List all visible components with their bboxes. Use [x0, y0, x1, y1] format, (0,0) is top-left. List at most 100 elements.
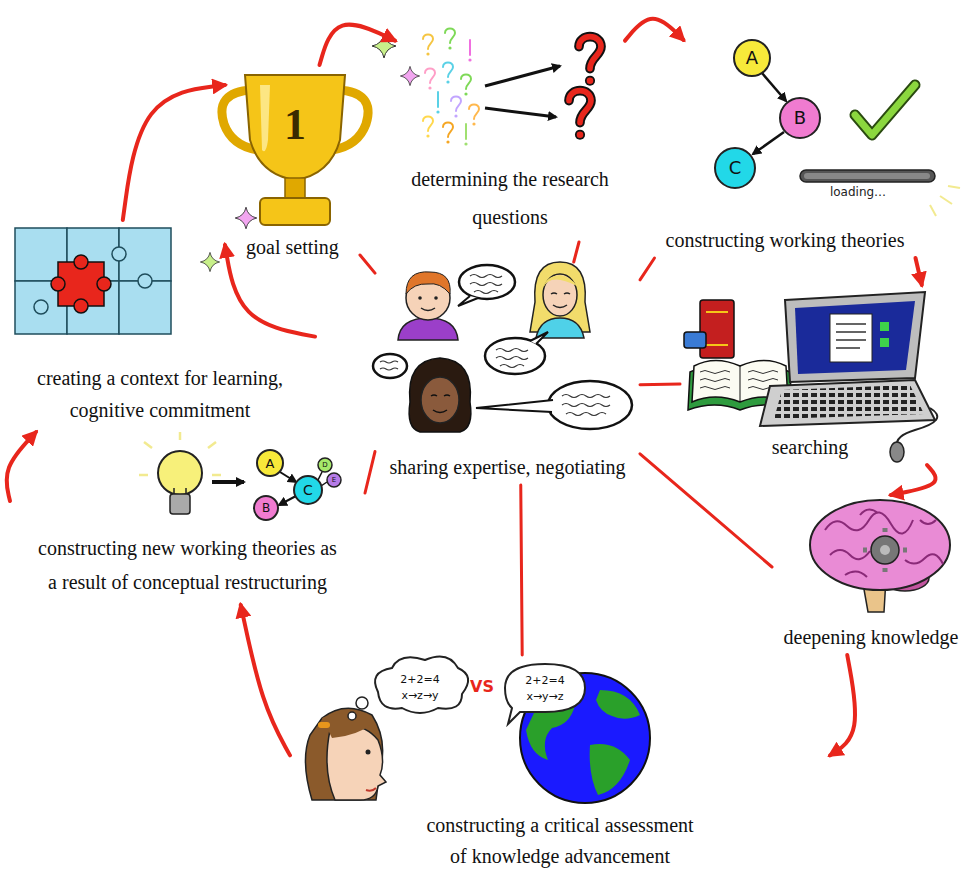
phase-label: sharing expertise, negotiating	[389, 455, 625, 479]
checkmark	[855, 85, 915, 135]
theory-graph	[780, 98, 820, 138]
bulb-illustration	[170, 494, 190, 514]
speech-bubble	[373, 265, 632, 429]
theory-graph	[254, 450, 341, 520]
books-laptop	[836, 324, 866, 348]
speech-bubble	[496, 349, 528, 368]
brain-illustration	[810, 500, 950, 590]
checkmark	[855, 85, 915, 135]
books-laptop	[684, 332, 706, 348]
theory-graph	[327, 473, 341, 487]
people-illustration	[398, 318, 458, 340]
question-marks	[423, 29, 601, 146]
globe-illustration	[590, 744, 630, 795]
theory-graph	[734, 40, 770, 76]
people-illustration	[431, 395, 450, 396]
girl-illustration	[366, 750, 371, 755]
question-marks	[485, 108, 556, 117]
phase-node: goal setting	[225, 65, 360, 265]
cycle-arrow	[891, 465, 936, 495]
speech-bubble	[562, 395, 610, 416]
loading-bar	[940, 196, 952, 204]
link-line	[360, 255, 375, 273]
question-marks	[469, 105, 479, 126]
globe-illustration	[596, 690, 640, 719]
sparkle	[200, 34, 419, 272]
girl-illustration	[366, 788, 376, 791]
illustration-label: VS	[470, 679, 494, 695]
books-laptop	[706, 344, 728, 346]
theory-graph	[753, 132, 784, 154]
link-line	[521, 485, 522, 655]
cycle-arrow	[225, 245, 315, 337]
speech-bubble	[458, 296, 478, 306]
people-illustration	[543, 274, 577, 316]
puzzle-illustration	[119, 228, 171, 281]
illustration-label: C	[729, 159, 742, 177]
question-marks	[451, 97, 461, 118]
question-marks	[569, 91, 591, 140]
speech-bubble	[380, 361, 398, 370]
books-laptop	[830, 314, 872, 362]
people-illustration	[543, 275, 577, 288]
brain-illustration	[825, 509, 943, 577]
theory-graph	[279, 496, 296, 505]
cycle-arrow	[123, 85, 225, 220]
cycle-arrow	[625, 19, 684, 41]
phase-label: constructing a critical assessment of kn…	[421, 810, 699, 872]
illustration-label: x→y→z	[526, 691, 563, 702]
question-marks	[464, 124, 467, 146]
books-laptop	[740, 366, 741, 402]
theory-graph	[318, 458, 332, 472]
puzzle-illustration	[119, 281, 171, 334]
phase-node: creating a context for learning, cogniti…	[5, 220, 315, 432]
books-laptop	[774, 385, 924, 419]
girl-illustration	[305, 697, 386, 800]
puzzle-illustration	[51, 277, 65, 291]
phase-label: searching	[772, 435, 849, 459]
loading-bar	[800, 170, 935, 182]
link-line	[640, 258, 655, 280]
puzzle-illustration	[112, 247, 126, 261]
question-marks	[485, 66, 560, 86]
cycle-arrow	[320, 25, 396, 65]
speech-bubble	[548, 381, 632, 429]
illustration-label: 2+2=4	[525, 675, 564, 686]
bulb-illustration	[158, 451, 202, 495]
illustration-label: 2+2=4	[400, 674, 439, 685]
question-marks	[423, 117, 433, 138]
theory-graph	[762, 73, 786, 101]
books-laptop	[700, 300, 734, 358]
books-laptop	[760, 380, 935, 426]
phase-label: constructing working theories	[666, 228, 905, 252]
books-laptop	[684, 292, 937, 462]
speech-bubble	[459, 265, 515, 299]
trophy-illustration	[245, 75, 345, 180]
people-illustration	[433, 410, 447, 413]
phase-node: constructing new working theories as a r…	[10, 445, 365, 605]
theory-graph	[257, 450, 283, 476]
puzzle-illustration	[34, 300, 48, 314]
loading-bar	[930, 205, 936, 216]
books-laptop	[897, 408, 937, 446]
link-line	[640, 383, 680, 387]
books-laptop	[880, 338, 889, 347]
question-marks	[468, 40, 471, 62]
question-marks	[443, 63, 453, 84]
theory-graph	[318, 472, 322, 480]
cycle-arrow	[241, 605, 290, 755]
bulb-illustration	[139, 432, 244, 514]
people-illustration	[409, 358, 471, 432]
thought-bubble	[375, 656, 468, 713]
sparkle	[200, 252, 219, 271]
illustration-label: loading…	[830, 186, 886, 198]
brain-illustration	[810, 500, 950, 612]
speech-bubble	[505, 664, 585, 724]
books-laptop	[880, 322, 889, 331]
sparkle	[400, 66, 419, 85]
illustration-label: B	[262, 502, 270, 514]
speech-bubble	[476, 400, 553, 412]
